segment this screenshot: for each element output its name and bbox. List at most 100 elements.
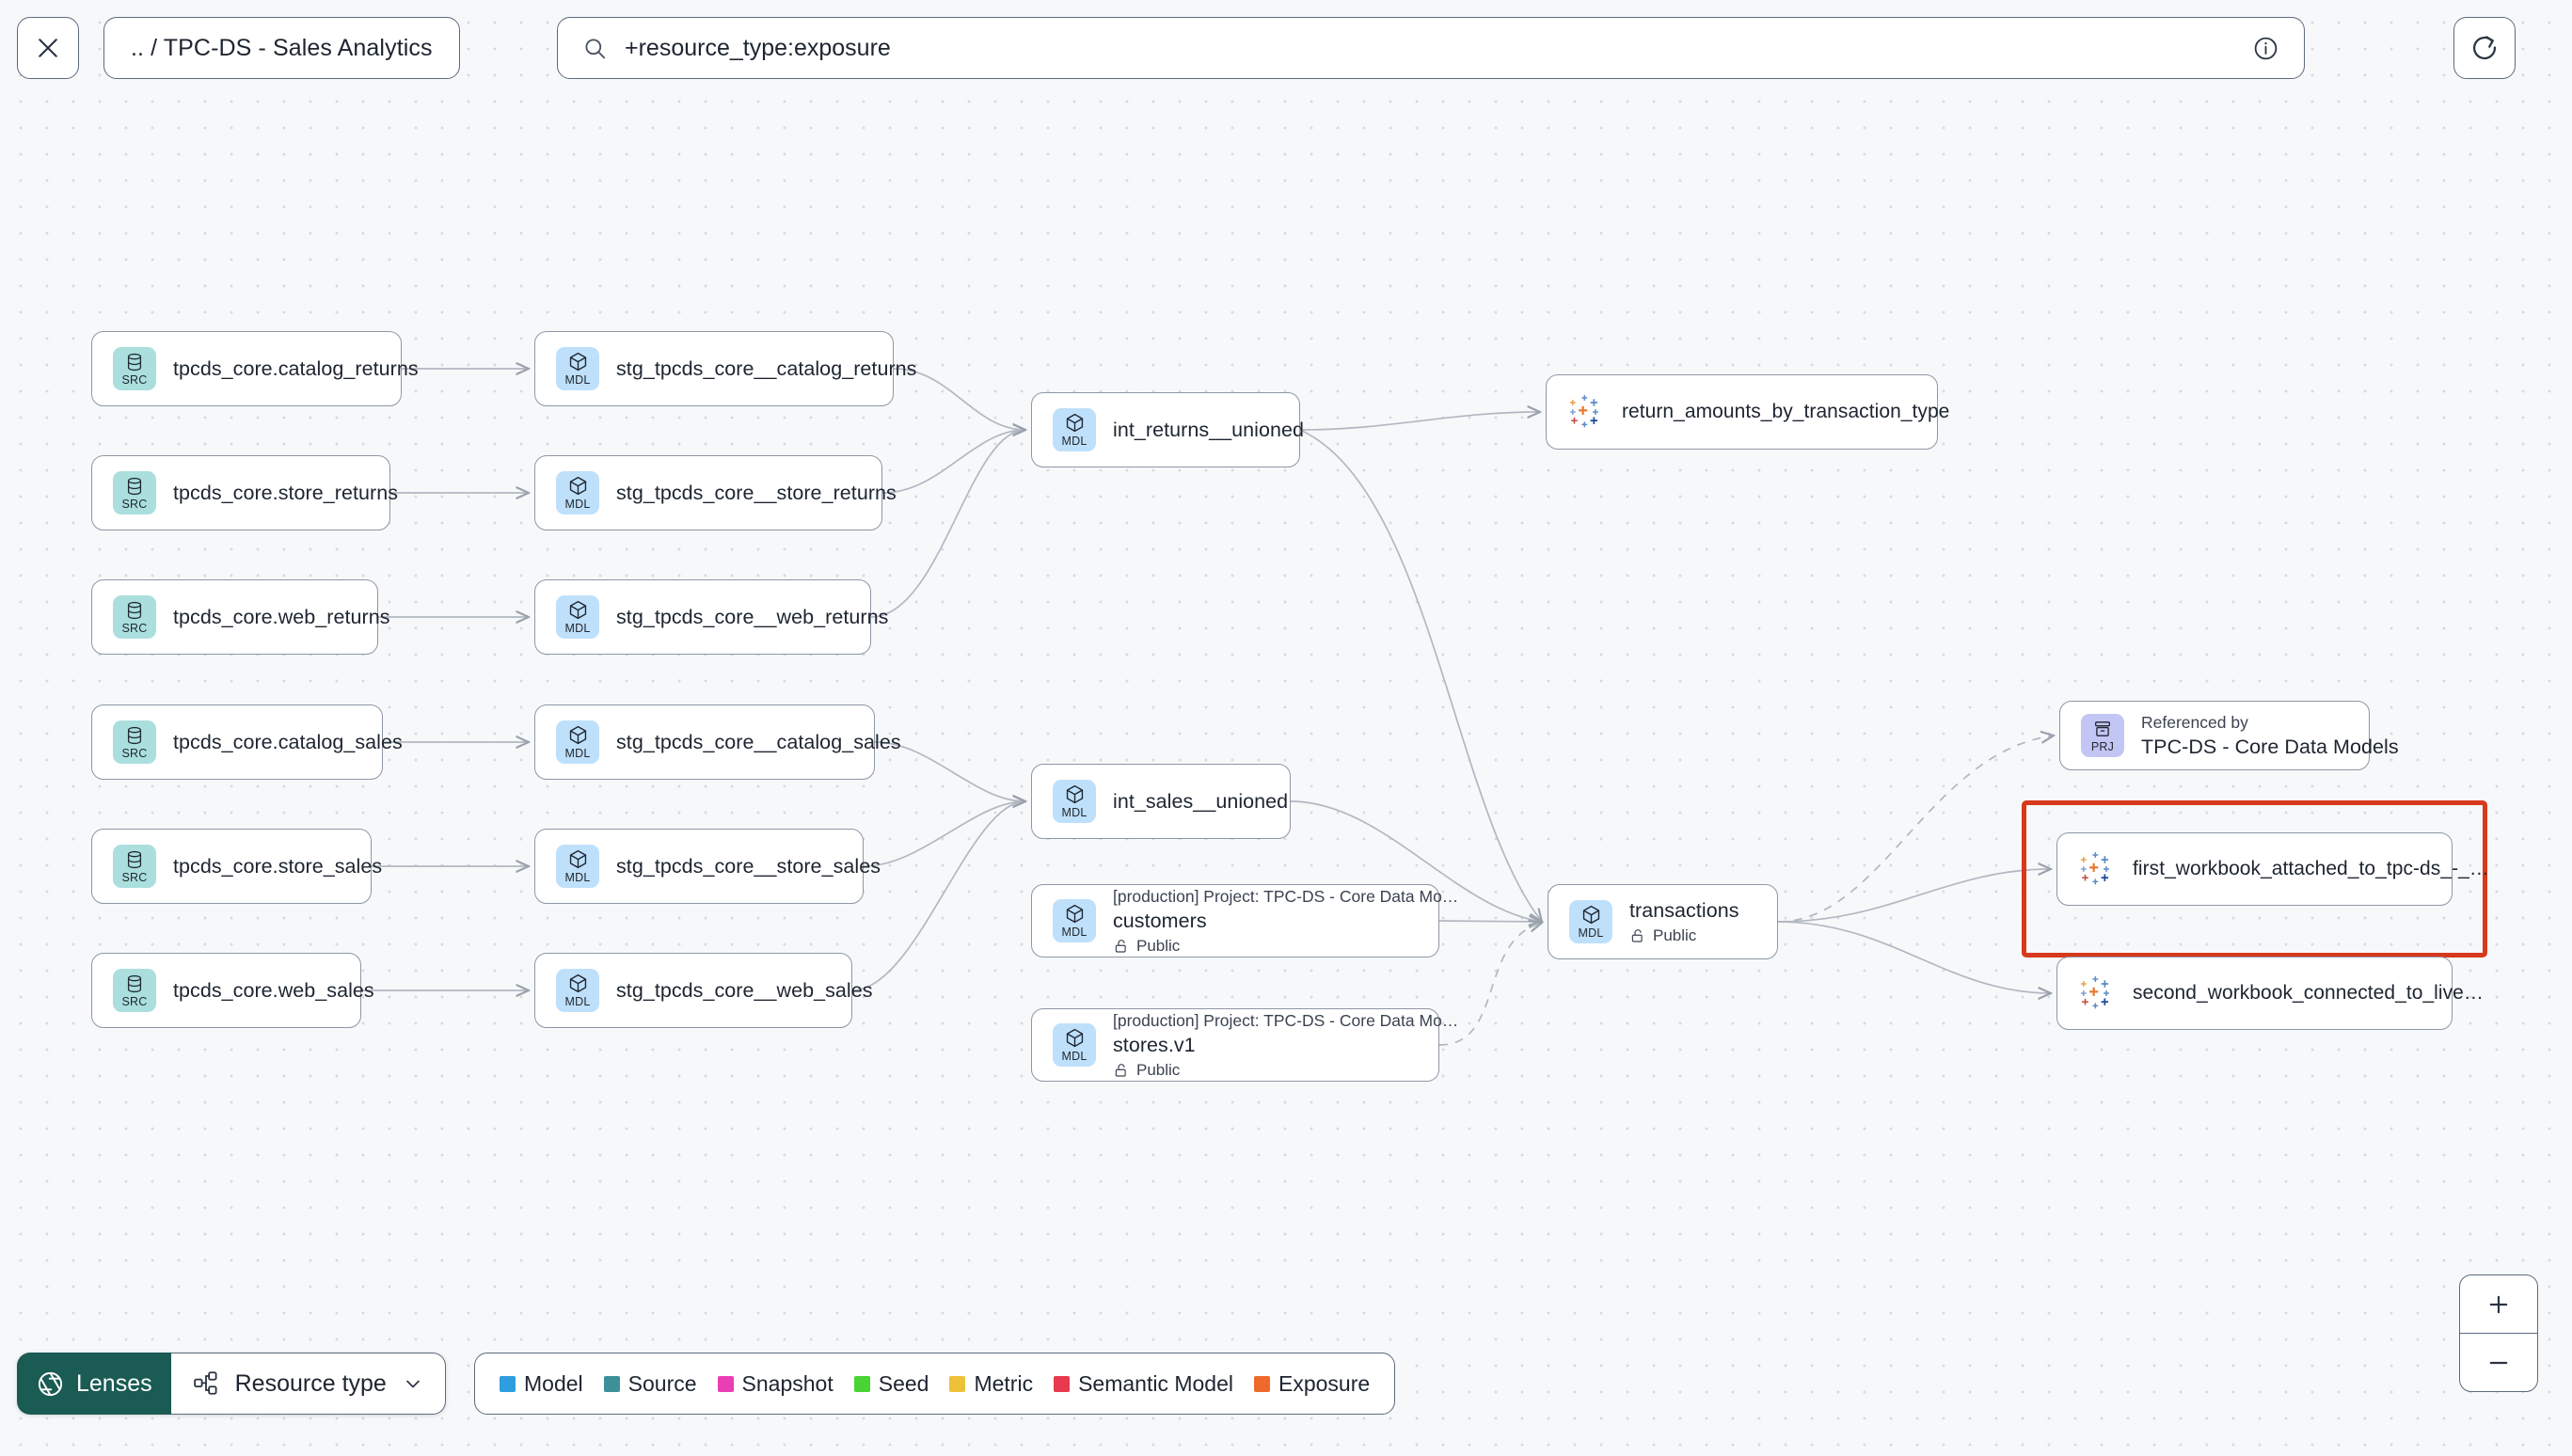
node-title: tpcds_core.web_returns [173,605,390,628]
node-title: tpcds_core.store_returns [173,481,399,504]
legend-label: Model [524,1370,583,1396]
node-title: int_sales__unioned [1113,789,1289,813]
close-icon [39,39,57,57]
search-info-button[interactable] [2252,35,2304,62]
node-title: tpcds_core.catalog_returns [173,356,419,380]
graph-node-stg_store_sales[interactable]: MDL stg_tpcds_core__store_sales [534,829,881,904]
zoom-out-button[interactable] [2460,1333,2537,1391]
graph-node-int_returns_unioned[interactable]: MDL int_returns__unioned [1031,392,1304,467]
graph-node-src_web_returns[interactable]: SRC tpcds_core.web_returns [91,579,390,655]
node-badge-src: SRC [113,969,156,1012]
legend-item-source[interactable]: Source [603,1371,697,1397]
breadcrumb[interactable]: .. / TPC-DS - Sales Analytics [103,17,460,79]
resource-type-dropdown[interactable]: Resource type [170,1353,446,1415]
legend-item-snapshot[interactable]: Snapshot [717,1370,834,1397]
legend-item-model[interactable]: Model [500,1371,583,1397]
database-icon [127,726,142,744]
legend-swatch [1254,1375,1270,1392]
node-badge-mdl: MDL [556,720,599,764]
database-icon [127,477,142,495]
node-body: Referenced by TPC-DS - Core Data Models [2141,712,2399,759]
graph-node-referenced_by_project[interactable]: PRJ Referenced by TPC-DS - Core Data Mode… [2059,701,2399,770]
legend-swatch [853,1375,870,1392]
search-bar[interactable]: +resource_type:exposure [557,17,2305,79]
graph-node-stg_catalog_returns[interactable]: MDL stg_tpcds_core__catalog_returns [534,331,917,406]
graph-node-first_workbook[interactable]: first_workbook_attached_to_tpc-ds_-_… [2056,832,2489,906]
graph-node-second_workbook[interactable]: second_workbook_connected_to_live… [2056,957,2484,1030]
graph-node-int_sales_unioned[interactable]: MDL int_sales__unioned [1031,764,1291,839]
node-title: stores.v1 [1113,1033,1196,1056]
node-badge-mdl: MDL [556,347,599,390]
legend-item-exposure[interactable]: Exposure [1254,1371,1370,1397]
lenses-button[interactable]: Lenses [17,1353,171,1415]
graph-node-transactions[interactable]: MDL transactions Public [1548,884,1778,959]
legend-label: Semantic Model [1078,1370,1233,1396]
close-button[interactable] [17,17,79,79]
graph-node-customers[interactable]: MDL [production] Project: TPC-DS - Core … [1031,884,1458,957]
node-body: [production] Project: TPC-DS - Core Data… [1113,887,1458,956]
legend-swatch [1054,1375,1071,1392]
node-title: customers [1113,909,1207,932]
cube-icon [1066,1029,1083,1048]
node-body: return_amounts_by_transaction_type [1622,401,1949,423]
graph-node-stg_web_returns[interactable]: MDL stg_tpcds_core__web_returns [534,579,888,655]
legend-swatch [603,1375,620,1392]
node-visibility: Public [1629,926,1739,945]
graph-node-stg_web_sales[interactable]: MDL stg_tpcds_core__web_sales [534,953,873,1028]
node-badge-mdl: MDL [556,969,599,1012]
graph-node-src_web_sales[interactable]: SRC tpcds_core.web_sales [91,953,374,1028]
node-badge-src: SRC [113,845,156,888]
legend-label: Seed [878,1370,929,1396]
legend-item-seed[interactable]: Seed [853,1370,929,1397]
node-badge-label: MDL [564,871,591,885]
node-title: second_workbook_connected_to_live… [2133,982,2484,1004]
node-badge-label: SRC [121,621,148,635]
node-body: stg_tpcds_core__web_sales [616,978,873,1003]
graph-node-return_amounts_by_transaction_type[interactable]: return_amounts_by_transaction_type [1546,374,1949,450]
node-body: stg_tpcds_core__store_returns [616,481,897,505]
node-badge-label: MDL [564,747,591,761]
graph-node-src_catalog_sales[interactable]: SRC tpcds_core.catalog_sales [91,704,403,780]
legend-item-semantic-model[interactable]: Semantic Model [1054,1371,1233,1397]
node-badge-label: SRC [121,372,148,387]
node-badge-mdl: MDL [1569,900,1612,943]
cube-icon [569,601,586,620]
node-badge-src: SRC [113,347,156,390]
node-badge-label: MDL [564,498,591,512]
zoom-in-button[interactable] [2460,1275,2537,1333]
node-subtitle: Referenced by [2141,712,2248,732]
node-title: stg_tpcds_core__catalog_sales [616,730,901,753]
node-title: stg_tpcds_core__web_sales [616,978,873,1002]
node-badge-prj: PRJ [2081,714,2124,757]
node-badge-mdl: MDL [556,845,599,888]
refresh-button[interactable] [2453,17,2516,79]
archive-icon [2095,720,2110,736]
node-badge-label: MDL [1061,435,1088,449]
graph-node-stores_v1[interactable]: MDL [production] Project: TPC-DS - Core … [1031,1008,1458,1082]
node-badge-mdl: MDL [1053,408,1096,451]
legend-item-metric[interactable]: Metric [949,1371,1033,1397]
cube-icon [569,726,586,745]
cube-icon [1582,906,1599,925]
graph-node-src_store_returns[interactable]: SRC tpcds_core.store_returns [91,455,399,530]
plus-icon [2489,1295,2508,1313]
node-badge-src: SRC [113,471,156,514]
legend-label: Exposure [1278,1370,1371,1396]
search-icon [585,38,606,58]
node-title: TPC-DS - Core Data Models [2141,735,2399,758]
node-body: transactions Public [1629,899,1739,945]
cube-icon [1066,414,1083,433]
graph-node-src_catalog_returns[interactable]: SRC tpcds_core.catalog_returns [91,331,419,406]
exposure-highlight-box [2022,800,2487,957]
search-input[interactable]: +resource_type:exposure [558,35,2252,62]
node-title: stg_tpcds_core__store_returns [616,481,897,504]
graph-node-stg_catalog_sales[interactable]: MDL stg_tpcds_core__catalog_sales [534,704,901,780]
graph-node-stg_store_returns[interactable]: MDL stg_tpcds_core__store_returns [534,455,897,530]
graph-node-src_store_sales[interactable]: SRC tpcds_core.store_sales [91,829,382,904]
node-title: stg_tpcds_core__catalog_returns [616,356,917,380]
info-circle-icon [2254,37,2278,59]
legend-label: Snapshot [741,1370,834,1396]
node-body: stg_tpcds_core__catalog_returns [616,356,917,381]
